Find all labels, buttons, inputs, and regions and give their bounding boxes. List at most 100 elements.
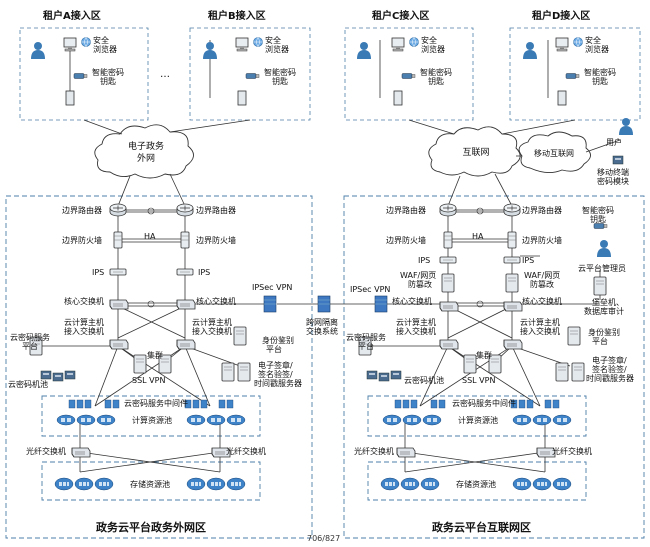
right-core-switch-a (439, 301, 459, 312)
left-crypto-pool-box-3 (64, 370, 76, 380)
left-access-switch-label-a-2: 接入交换机 (64, 327, 104, 336)
left-middleware-label: 云密码服务中间件 (124, 399, 188, 408)
tenant-b-browser-label-1: 安全 (265, 36, 281, 45)
tenant-c-devices (357, 37, 419, 106)
left-access-switch-label-b-1: 云计算主机 (192, 318, 232, 327)
left-border-router-b (176, 203, 194, 217)
tenant-a-browser-label-1: 安全 (93, 36, 109, 45)
right-smart-key-icon (593, 223, 608, 229)
left-crypto-service-label-1: 云密码服务 (10, 333, 50, 342)
left-core-switch-b (176, 299, 196, 310)
left-esign-label-3: 时间戳服务器 (254, 379, 302, 388)
right-admin-label: 云平台管理员 (578, 264, 626, 273)
right-core-switch-label-a: 核心交换机 (392, 297, 432, 306)
right-firewall-label-a: 边界防火墙 (386, 236, 426, 245)
left-ha-label: HA (144, 232, 156, 241)
mobile-internet-cloud-label: 移动互联网 (534, 149, 574, 158)
mobile-user-icon (619, 118, 633, 135)
left-esign-server-a (221, 362, 235, 382)
left-storage-pool-label: 存储资源池 (130, 480, 170, 489)
right-fiber-switch-label-b: 光纤交换机 (552, 447, 592, 456)
right-core-switch-label-b: 核心交换机 (522, 297, 562, 306)
right-ipsec-vpn-label: IPSec VPN (350, 285, 391, 294)
tenant-d-key-label-1: 智能密码 (584, 68, 616, 77)
right-access-switch-label-a-2: 接入交换机 (396, 327, 436, 336)
left-access-switch-a (109, 339, 129, 350)
right-ssl-vpn-server-a (463, 354, 477, 374)
right-access-switch-label-b-1: 云计算主机 (520, 318, 560, 327)
left-zone-frame (5, 195, 313, 539)
right-access-switch-b (503, 339, 523, 350)
left-identity-label-2: 平台 (266, 345, 282, 354)
gap-label-1: 跨网隔离 (306, 318, 338, 327)
right-fiber-switch-a (396, 447, 416, 458)
tenant-c-title: 租户C接入区 (372, 11, 430, 22)
left-compute-frame (41, 395, 261, 437)
tenant-b-title: 租户B接入区 (208, 11, 266, 22)
right-access-switch-label-a-1: 云计算主机 (396, 318, 436, 327)
right-ssl-vpn-label: SSL VPN (462, 376, 496, 385)
user-icon (31, 42, 45, 59)
left-crypto-pool-label: 云密码机池 (8, 380, 48, 389)
left-fiber-switch-label-b: 光纤交换机 (226, 447, 266, 456)
left-identity-label-1: 身份鉴别 (262, 336, 294, 345)
tenant-a-key-label-2: 钥匙 (100, 77, 116, 86)
right-ipsec-vpn-device (374, 295, 388, 313)
tenant-d-devices (523, 37, 583, 106)
right-compute-frame (367, 395, 587, 437)
right-ha-label: HA (472, 232, 484, 241)
tenant-a-devices (31, 37, 91, 106)
pc-icon (63, 37, 77, 52)
tenant-d-browser-label-2: 浏览器 (585, 45, 609, 54)
right-compute-pool-label: 计算资源池 (458, 416, 498, 425)
right-access-switch-a (439, 339, 459, 350)
left-border-router-a (109, 203, 127, 217)
gap-label-2: 交换系统 (306, 327, 338, 336)
right-admin-icon (597, 240, 611, 257)
right-ips-label-b: IPS (522, 256, 535, 265)
left-core-switch-label-b: 核心交换机 (196, 297, 236, 306)
tenant-c-browser-label-1: 安全 (421, 36, 437, 45)
right-bastion-server (593, 276, 607, 296)
right-waf-label-b-1: WAF/网页 (524, 271, 561, 280)
left-identity-server (233, 326, 247, 346)
mobile-user-label: 用户 (606, 138, 622, 147)
tenant-d-key-label-2: 钥匙 (592, 77, 608, 86)
tenant-a-key-label-1: 智能密码 (92, 68, 124, 77)
left-access-switch-label-a-1: 云计算主机 (64, 318, 104, 327)
right-firewall-a (443, 231, 453, 249)
right-waf-a (441, 273, 455, 293)
tenant-b-browser-label-2: 浏览器 (265, 45, 289, 54)
right-crypto-service-label-2: 平台 (358, 342, 374, 351)
left-access-switch-label-b-2: 接入交换机 (192, 327, 232, 336)
tenant-b-key-label-1: 智能密码 (264, 68, 296, 77)
server-icon (65, 90, 75, 106)
right-smart-key-label-2: 钥匙 (590, 215, 606, 224)
mobile-module-label-1: 移动终端 (597, 168, 629, 177)
left-border-router-label-b: 边界路由器 (196, 206, 236, 215)
right-firewall-b (507, 231, 517, 249)
right-bastion-label-2: 数据库审计 (584, 307, 624, 316)
left-esign-label-2: 签名验签/ (258, 370, 293, 379)
internet-cloud-label: 互联网 (462, 148, 490, 158)
left-ips-label-b: IPS (198, 268, 211, 277)
right-middleware-label: 云密码服务中间件 (452, 399, 516, 408)
egov-cloud-label-1: 电子政务 (127, 142, 165, 152)
tenant-b-key-label-2: 钥匙 (272, 77, 288, 86)
left-core-switch-label-a: 核心交换机 (64, 297, 104, 306)
tenant-a-title: 租户A接入区 (43, 11, 101, 22)
right-cluster-label: 集群 (476, 351, 492, 360)
left-fiber-switch-label-a: 光纤交换机 (26, 447, 66, 456)
left-ipsec-vpn-label: IPSec VPN (252, 283, 293, 292)
right-esign-label-1: 电子签章/ (592, 356, 627, 365)
left-crypto-service-label-2: 平台 (22, 342, 38, 351)
right-storage-pool-label: 存储资源池 (456, 480, 496, 489)
left-compute-pool-label: 计算资源池 (132, 416, 172, 425)
mobile-internet-cloud (518, 131, 591, 173)
right-access-switch-label-b-2: 接入交换机 (520, 327, 560, 336)
right-core-switch-b (503, 301, 523, 312)
tenant-d-browser-label-1: 安全 (585, 36, 601, 45)
left-border-router-label-a: 边界路由器 (62, 206, 102, 215)
